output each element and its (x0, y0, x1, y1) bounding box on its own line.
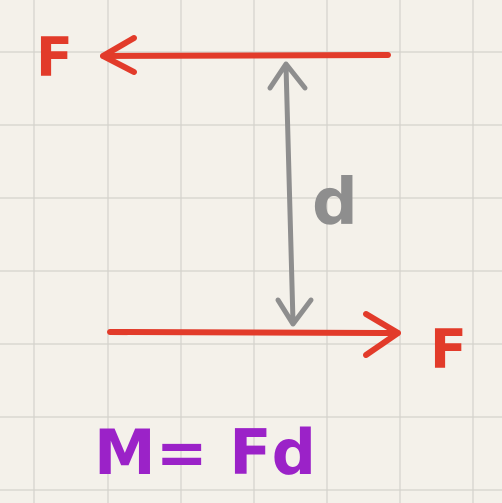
force-arrow-bottom-shaft (107, 329, 401, 336)
force-label-bottom: F (430, 318, 467, 381)
force-arrow-top-shaft (100, 52, 391, 59)
force-arrow-bottom-head (363, 311, 401, 358)
distance-arrow-head-top (267, 61, 308, 91)
force-arrow-top (100, 35, 391, 75)
distance-label: d (312, 166, 358, 240)
distance-arrow-head-bottom (275, 297, 314, 327)
distance-arrow-shaft (283, 63, 296, 325)
moment-formula: M= Fd (94, 416, 316, 489)
force-label-top: F (36, 26, 73, 89)
force-arrow-bottom (107, 311, 401, 358)
distance-arrow (267, 61, 314, 327)
force-arrow-top-head (100, 35, 137, 75)
